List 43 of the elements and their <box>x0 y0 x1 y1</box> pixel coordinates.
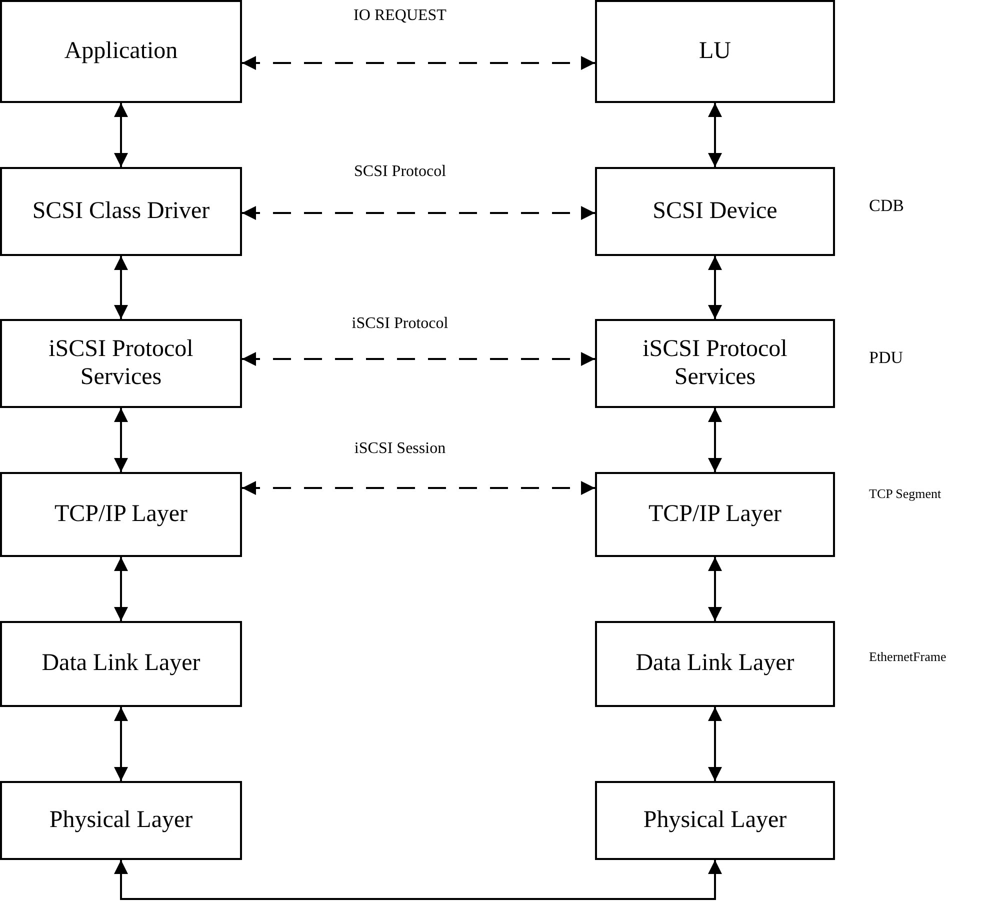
layer-name: TCP/IP Layer <box>54 500 188 528</box>
dashed-double-arrow <box>242 352 595 366</box>
double-arrow <box>114 256 128 319</box>
layer-name: Physical Layer <box>643 806 787 834</box>
double-arrow <box>114 103 128 167</box>
double-arrow <box>708 408 722 472</box>
layer-name: iSCSI Protocol Services <box>48 336 194 392</box>
layer-box <box>595 472 835 557</box>
unit-label: PDU <box>869 347 904 369</box>
layer-name: Data Link Layer <box>42 650 200 678</box>
layer-box <box>0 472 242 557</box>
layer-name: LU <box>699 38 731 66</box>
unit-label: CDB <box>869 195 904 217</box>
layer-box <box>595 781 835 860</box>
layer-name: Physical Layer <box>49 806 193 834</box>
double-arrow <box>114 408 128 472</box>
double-arrow <box>114 707 128 781</box>
layer-box <box>0 167 242 256</box>
double-arrow <box>708 707 722 781</box>
dashed-double-arrow <box>242 206 595 220</box>
dashed-double-arrow <box>242 481 595 495</box>
layer-name: SCSI Device <box>652 198 778 226</box>
layer-box <box>0 621 242 707</box>
layer-box <box>595 621 835 707</box>
unit-label: TCP Segment <box>869 485 942 503</box>
layer-name: TCP/IP Layer <box>648 500 782 528</box>
layer-box <box>0 319 242 408</box>
double-arrow <box>708 557 722 621</box>
layer-name: Application <box>64 38 178 66</box>
dashed-double-arrow <box>242 56 595 70</box>
layer-box <box>595 167 835 256</box>
double-arrow <box>114 557 128 621</box>
double-arrow <box>708 256 722 319</box>
layer-box <box>0 781 242 860</box>
double-arrow <box>114 860 722 900</box>
double-arrow <box>708 103 722 167</box>
layer-name: iSCSI Protocol Services <box>642 336 788 392</box>
layer-name: SCSI Class Driver <box>32 198 210 226</box>
layer-name: Data Link Layer <box>636 650 794 678</box>
layer-box <box>595 0 835 103</box>
unit-label: EthernetFrame <box>869 648 946 666</box>
layer-box <box>0 0 242 103</box>
layer-box <box>595 319 835 408</box>
